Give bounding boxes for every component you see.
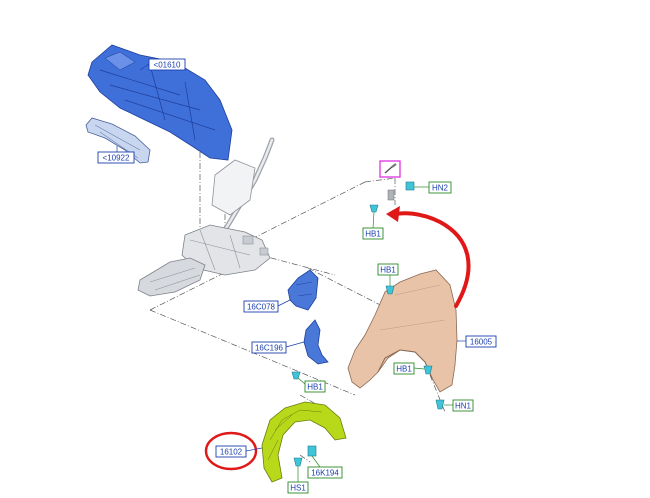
fastener-hs1[interactable]: [293, 457, 303, 467]
svg-text:HS1: HS1: [290, 484, 306, 493]
fastener-hn1[interactable]: [435, 399, 445, 410]
label-hb1-bracket[interactable]: HB1: [297, 377, 326, 393]
screwdriver-icon: [384, 163, 397, 174]
fastener-hb1-fender[interactable]: [423, 365, 433, 375]
svg-text:16005: 16005: [470, 338, 493, 347]
tool-box: [379, 160, 401, 178]
fastener-screw-small[interactable]: [387, 189, 395, 201]
label-cowl-brace[interactable]: <10922: [97, 146, 135, 164]
label-liner-clip[interactable]: 16K194: [307, 455, 343, 479]
install-direction-arrow: [386, 206, 471, 308]
label-hb1-fender[interactable]: HB1: [393, 362, 425, 375]
svg-text:HB1: HB1: [396, 365, 412, 374]
dash-panel-part[interactable]: [87, 44, 233, 161]
svg-text:16102: 16102: [220, 448, 243, 457]
fastener-hn2[interactable]: [405, 181, 415, 191]
label-dash-panel[interactable]: <01610: [139, 58, 186, 71]
label-hb1-top[interactable]: HB1: [362, 211, 384, 240]
svg-text:HB1: HB1: [380, 266, 396, 275]
highlight-circle: [204, 431, 258, 471]
fastener-hb1-top[interactable]: [369, 204, 379, 213]
fastener-hb1-mid[interactable]: [385, 285, 395, 295]
svg-text:<10922: <10922: [103, 154, 130, 163]
fastener-hb1-bracket[interactable]: [291, 371, 301, 380]
upper-bracket-part[interactable]: [287, 269, 319, 311]
svg-text:HB1: HB1: [307, 383, 323, 392]
svg-text:16C196: 16C196: [255, 344, 284, 353]
svg-text:HN2: HN2: [432, 184, 449, 193]
svg-text:16C078: 16C078: [247, 303, 276, 312]
label-upper-bracket[interactable]: 16C078: [243, 299, 291, 313]
label-wheelhouse-liner[interactable]: 16102: [215, 445, 263, 458]
label-hn2[interactable]: HN2: [414, 181, 452, 194]
svg-text:16K194: 16K194: [311, 469, 339, 478]
svg-text:HN1: HN1: [455, 402, 472, 411]
lower-bracket-part[interactable]: [303, 319, 329, 365]
fastener-16k194[interactable]: [307, 445, 317, 457]
wheelhouse-liner-part[interactable]: [261, 401, 347, 483]
svg-text:<01610: <01610: [154, 61, 181, 70]
label-hs1[interactable]: HS1: [287, 466, 309, 494]
label-hn1[interactable]: HN1: [444, 399, 474, 412]
label-fender[interactable]: 16005: [457, 335, 497, 348]
svg-text:HB1: HB1: [365, 230, 381, 239]
label-lower-bracket[interactable]: 16C196: [251, 341, 305, 354]
label-hb1-mid[interactable]: HB1: [377, 263, 399, 286]
body-structure-part: [137, 137, 275, 297]
front-fender-part[interactable]: [347, 269, 458, 393]
